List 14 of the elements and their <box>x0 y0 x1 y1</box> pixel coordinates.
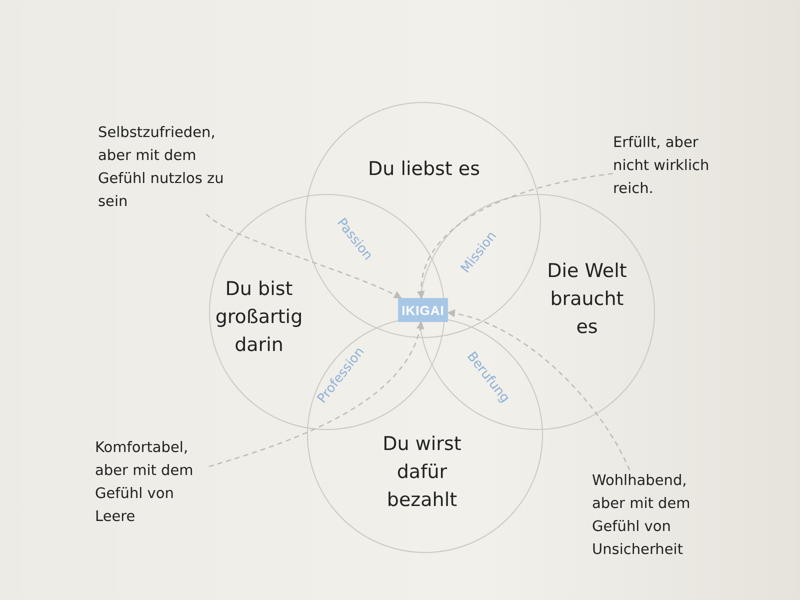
center-badge: IKIGAI <box>398 298 448 322</box>
leader-arrow <box>447 310 630 470</box>
circle-label: Die Welt braucht es <box>546 259 628 340</box>
leader-arrow <box>418 172 614 299</box>
venn-circle <box>307 317 543 553</box>
circle-label: Du wirst dafür bezahlt <box>382 432 462 513</box>
circle-label: Du liebst es <box>367 157 481 182</box>
leader-arrow <box>206 214 402 299</box>
annotation-text: Erfüllt, aber nicht wirklich reich. <box>613 132 725 201</box>
annotation-text: Selbstzufrieden, aber mit dem Gefühl nutzlos zu sein <box>98 122 230 214</box>
leader-arrow <box>208 321 424 468</box>
annotation-text: Komfortabel, aber mit dem Gefühl von Leere <box>95 437 209 529</box>
annotation-text: Wohlhabend, aber mit dem Gefühl von Unsicherheit <box>592 470 706 562</box>
circle-label: Du bist großartig darin <box>214 277 304 358</box>
